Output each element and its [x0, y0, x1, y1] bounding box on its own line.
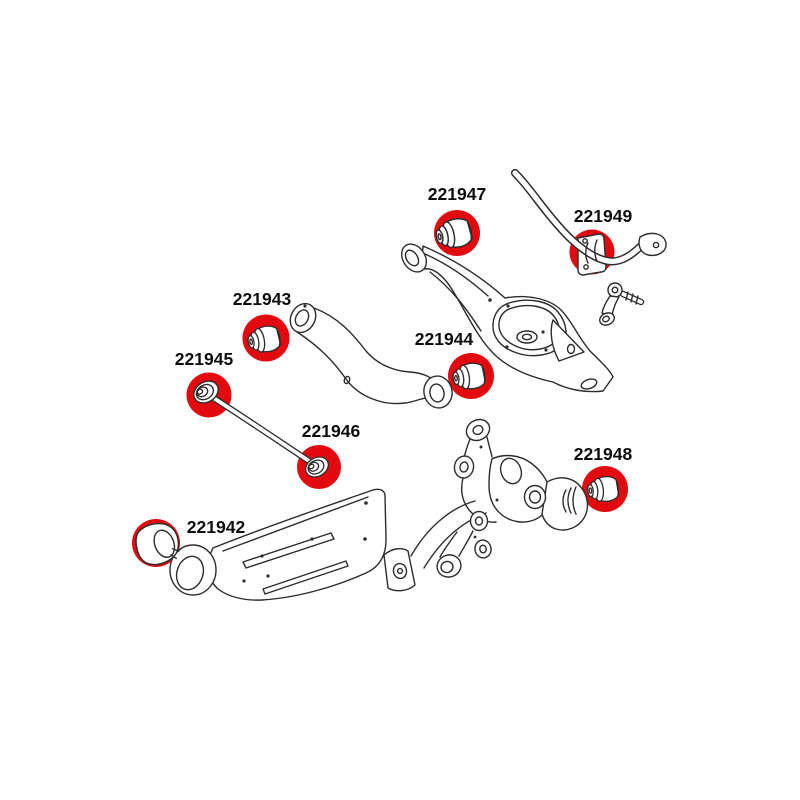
part-labels: 221942 221943 221944 221945 221946 22194…: [175, 184, 633, 537]
part-label-221946: 221946: [302, 421, 361, 441]
stabilizer-bar: [510, 168, 667, 276]
part-label-221949: 221949: [574, 206, 633, 226]
part-label-221947: 221947: [428, 184, 486, 204]
upper-camber-arm: [289, 302, 453, 409]
toe-link-rod: [188, 375, 333, 482]
part-label-221944: 221944: [415, 329, 474, 349]
part-label-221943: 221943: [233, 289, 292, 309]
part-label-221948: 221948: [574, 444, 633, 464]
trailing-arm: [169, 488, 387, 601]
lower-control-arm: [400, 243, 614, 393]
stabilizer-link: [599, 282, 645, 326]
part-label-221942: 221942: [187, 517, 246, 537]
rear-knuckle: [383, 418, 589, 592]
part-label-221945: 221945: [175, 349, 234, 369]
